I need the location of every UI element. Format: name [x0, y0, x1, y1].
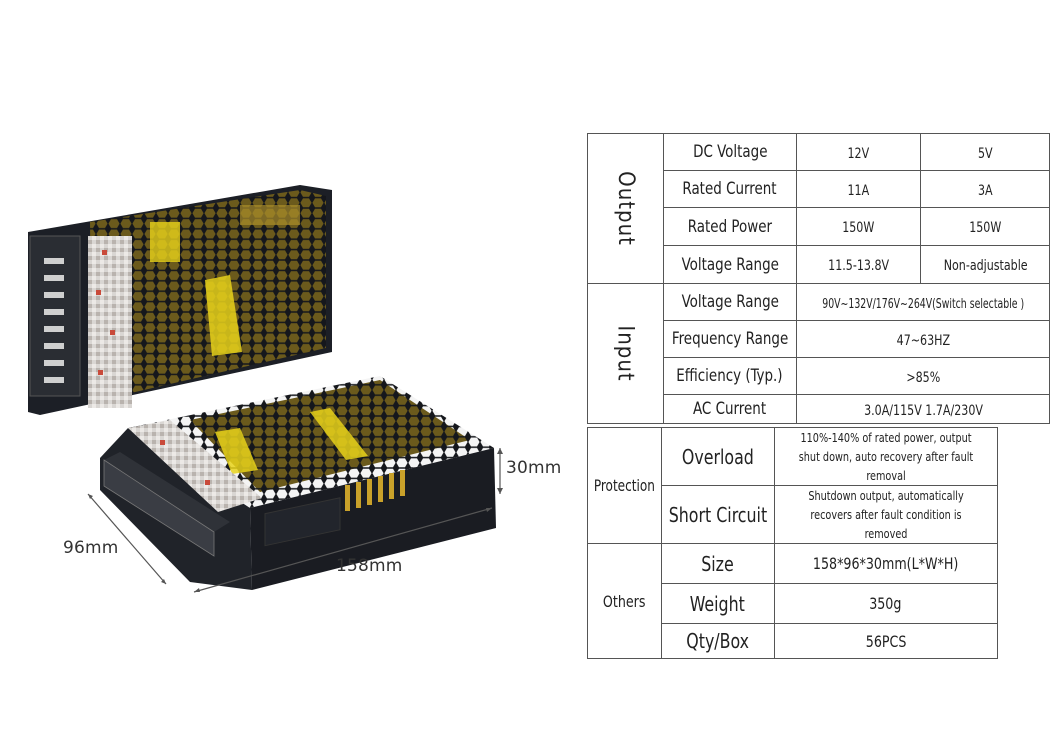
row-label: AC Current: [693, 399, 767, 419]
product-image: 96mm 158mm 30mm: [0, 170, 580, 610]
cell-value: 90V~132V/176V~264V(Switch selectable ): [822, 296, 1025, 312]
cell-value: 110%-140% of rated power, output shut do…: [798, 430, 973, 483]
row-label: Qty/Box: [686, 629, 750, 653]
cell-value: 11.5-13.8V: [828, 258, 890, 274]
cell-value: 150W: [842, 220, 875, 236]
power-supply-unit-flat: [100, 376, 496, 590]
blurred-label: [88, 236, 132, 408]
cell-value: Non-adjustable: [943, 258, 1028, 274]
row-label: Weight: [690, 591, 746, 616]
input-group-cell: Input: [587, 283, 664, 424]
table-row: Frequency Range 47~63HZ: [588, 320, 1050, 358]
table-row: Short Circuit Shutdown output, automatic…: [588, 485, 998, 544]
row-label: Voltage Range: [681, 292, 779, 312]
cell-value: 3A: [977, 182, 993, 199]
row-label: Short Circuit: [668, 502, 767, 527]
protection-group-cell: Protection: [587, 427, 662, 544]
table-row: Protection Overload 110%-140% of rated p…: [587, 427, 998, 544]
table-row: Output DC Voltage 12V 5V: [587, 133, 1050, 284]
cell-value: >85%: [906, 369, 941, 386]
length-dimension-line: [193, 507, 493, 593]
output-group-label: Output: [612, 171, 638, 246]
row-label: Rated Current: [682, 179, 777, 199]
row-label: Efficiency (Typ.): [676, 366, 783, 386]
width-dimension-label: 96mm: [63, 538, 119, 558]
row-label: Voltage Range: [681, 254, 779, 275]
power-supply-photo: [28, 185, 503, 593]
row-label: Rated Power: [687, 216, 772, 237]
protection-group-label: Protection: [593, 476, 655, 495]
dimension-lines: [87, 448, 501, 593]
table-row: Efficiency (Typ.) >85%: [588, 357, 1050, 395]
spec-table-electrical: Output DC Voltage 12V 5V Rated Current 1…: [587, 133, 1050, 424]
cell-value: 47~63HZ: [896, 332, 950, 349]
cell-value: 12V: [847, 145, 870, 162]
cell-value: 158*96*30mm(L*W*H): [812, 554, 959, 573]
cell-value: Shutdown output, automatically recovers …: [807, 488, 964, 541]
row-label: Size: [701, 551, 734, 576]
length-dimension-label: 158mm: [336, 556, 403, 576]
width-dimension-line: [87, 493, 167, 585]
others-group-cell: Others: [587, 543, 662, 659]
table-row: Others Size 158*96*30mm(L*W*H): [587, 543, 998, 659]
cell-value: 11A: [847, 182, 870, 199]
cell-value: 56PCS: [865, 631, 906, 651]
spec-table-general: Protection Overload 110%-140% of rated p…: [587, 427, 998, 659]
table-row: Input Voltage Range 90V~132V/176V~264V(S…: [587, 283, 1050, 424]
table-row: Qty/Box 56PCS: [588, 623, 998, 659]
row-label: Overload: [681, 444, 754, 469]
cell-value: 150W: [969, 220, 1002, 236]
row-label: DC Voltage: [692, 142, 768, 162]
others-group-label: Others: [603, 591, 646, 611]
cell-value: 5V: [977, 145, 993, 162]
cell-value: 350g: [869, 594, 902, 613]
power-supply-unit-upright: [28, 185, 332, 415]
cell-value: 3.0A/115V 1.7A/230V: [863, 402, 983, 419]
output-group-cell: Output: [587, 133, 664, 284]
input-group-label: Input: [612, 325, 638, 382]
row-label: Frequency Range: [671, 329, 788, 349]
height-dimension-label: 30mm: [506, 458, 562, 478]
table-row: AC Current 3.0A/115V 1.7A/230V: [588, 394, 1050, 424]
